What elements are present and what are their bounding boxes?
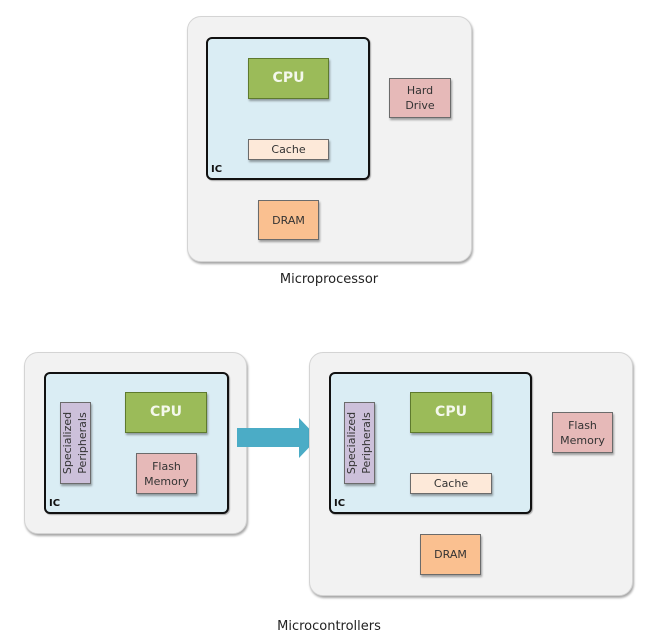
flash-line2: Memory (560, 433, 605, 447)
peripherals-label: Specialized Peripherals (61, 412, 91, 474)
mcu-simple-flash: Flash Memory (136, 453, 197, 494)
flash-line1: Flash (568, 418, 597, 432)
peripherals-label: Specialized Peripherals (345, 412, 375, 474)
ic-label: IC (334, 498, 346, 509)
peripherals-line1: Specialized (345, 411, 359, 475)
microprocessor-cpu: CPU (248, 58, 329, 99)
ic-label: IC (211, 164, 223, 175)
mcu-extended-cpu: CPU (410, 392, 492, 433)
flash-line1: Flash (152, 459, 181, 473)
mcu-extended-dram: DRAM (420, 534, 481, 575)
mcu-simple-cpu: CPU (125, 392, 207, 433)
arrow-shape (237, 418, 318, 458)
mcu-extended-flash: Flash Memory (552, 412, 613, 453)
mcu-extended-peripherals: Specialized Peripherals (344, 402, 375, 484)
right-arrow-icon (237, 418, 318, 458)
peripherals-line2: Peripherals (360, 412, 374, 474)
peripherals-line1: Specialized (61, 411, 75, 475)
flash-line2: Memory (144, 474, 189, 488)
microprocessor-cache: Cache (248, 139, 329, 160)
microprocessor-caption: Microprocessor (279, 272, 379, 287)
hard-drive-line2: Drive (405, 99, 435, 112)
microprocessor-hard-drive: Hard Drive (389, 78, 451, 118)
microcontrollers-caption: Microcontrollers (277, 619, 381, 634)
microprocessor-dram: DRAM (258, 200, 319, 240)
mcu-extended-cache: Cache (410, 473, 492, 494)
mcu-simple-peripherals: Specialized Peripherals (60, 402, 91, 484)
peripherals-line2: Peripherals (76, 412, 90, 474)
hard-drive-line1: Hard (406, 84, 434, 97)
ic-label: IC (49, 498, 61, 509)
